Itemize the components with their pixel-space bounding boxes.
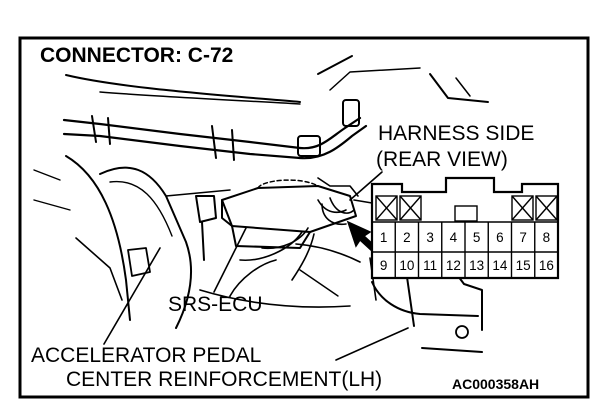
leader-lines <box>103 171 409 361</box>
pin-10: 10 <box>399 258 414 273</box>
pin-16: 16 <box>539 258 554 273</box>
pin-6: 6 <box>496 230 504 245</box>
pin-4: 4 <box>450 230 458 245</box>
reinforcement-leader <box>335 327 409 361</box>
pin-5: 5 <box>473 230 481 245</box>
pin-11: 11 <box>423 258 437 273</box>
pin-14: 14 <box>492 258 508 273</box>
accelerator-leader <box>103 247 161 345</box>
pin-15: 15 <box>516 258 531 273</box>
center-reinforcement-label: CENTER REINFORCEMENT(LH) <box>66 368 382 391</box>
harness-side-label: HARNESS SIDE <box>378 122 534 145</box>
vehicle-illustration <box>33 55 489 353</box>
figure-code: AC000358AH <box>452 376 539 392</box>
accelerator-pedal-label: ACCELERATOR PEDAL <box>31 344 261 367</box>
pin-13: 13 <box>469 258 484 273</box>
srs-ecu-label: SRS-ECU <box>168 293 263 316</box>
pin-2: 2 <box>403 230 411 245</box>
rear-view-label: (REAR VIEW) <box>376 148 508 171</box>
pin-7: 7 <box>519 230 527 245</box>
srs-ecu-leader <box>213 227 247 293</box>
pin-8: 8 <box>543 230 551 245</box>
pin-3: 3 <box>426 230 434 245</box>
connector-title: CONNECTOR: C-72 <box>40 44 233 67</box>
blank-cavities <box>375 195 558 222</box>
pin-9: 9 <box>380 258 388 273</box>
harness-side-leader <box>349 171 383 201</box>
pin-12: 12 <box>446 258 461 273</box>
pin-1: 1 <box>380 230 388 245</box>
